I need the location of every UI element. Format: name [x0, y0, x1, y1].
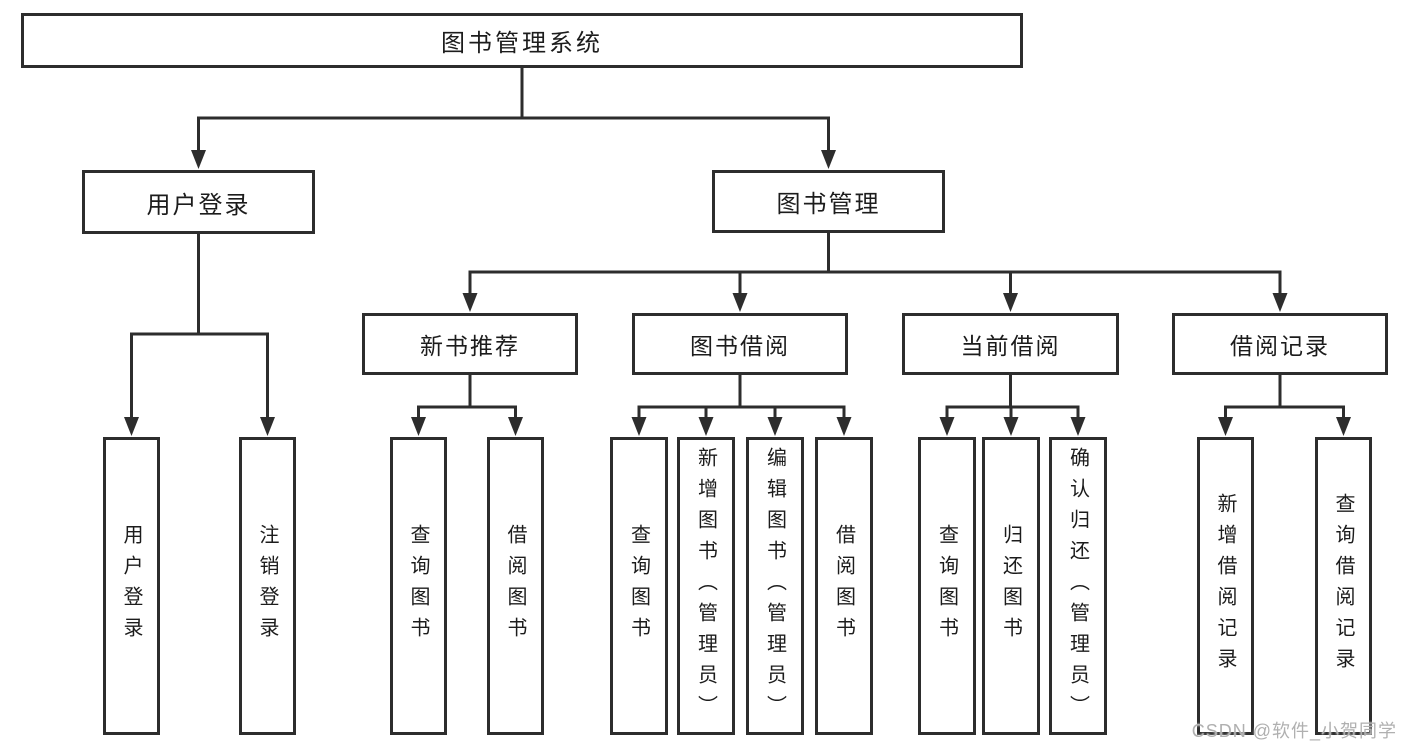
edge-current-borrowing — [939, 372, 1086, 436]
node-label: 注销登录 — [256, 524, 278, 648]
arrowhead — [508, 417, 523, 436]
arrowhead — [1336, 417, 1351, 436]
arrowhead — [1003, 293, 1018, 312]
node-logout: 注销登录 — [239, 437, 296, 735]
arrowhead — [732, 293, 748, 312]
edge-root — [191, 65, 836, 169]
arrowhead — [1003, 417, 1019, 436]
node-label: 图书管理系统 — [441, 30, 603, 57]
node-label: 新增借阅记录 — [1214, 493, 1236, 679]
node-label: 查询借阅记录 — [1332, 493, 1354, 679]
arrowhead — [124, 417, 139, 436]
node-borrow-books-2: 借阅图书 — [815, 437, 873, 735]
edge-lines — [1224, 372, 1345, 422]
node-label: 图书借阅 — [690, 333, 790, 359]
node-query-books-3: 查询图书 — [918, 437, 976, 735]
node-confirm-return-admin: 确认归还（管理员） — [1049, 437, 1107, 735]
edge-lines — [637, 372, 846, 422]
arrowhead — [1218, 417, 1233, 436]
node-label: 确认归还（管理员） — [1066, 446, 1089, 726]
edge-book-borrowing — [631, 372, 852, 436]
node-user-login: 用户登录 — [103, 437, 160, 735]
node-label: 编辑图书（管理员） — [763, 446, 786, 726]
node-label: 用户登录 — [120, 524, 142, 648]
arrowhead — [1070, 417, 1086, 436]
node-label: 借阅图书 — [832, 524, 855, 648]
node-label: 借阅图书 — [504, 524, 526, 648]
node-current-borrowing: 当前借阅 — [902, 313, 1119, 375]
arrowhead — [1272, 293, 1288, 312]
edge-user-login-group — [124, 231, 275, 436]
arrowhead — [191, 150, 206, 169]
arrowhead — [260, 417, 275, 436]
edge-lines — [197, 65, 830, 155]
node-label: 借阅记录 — [1230, 333, 1330, 359]
edge-lines — [130, 231, 269, 422]
node-return-books: 归还图书 — [982, 437, 1040, 735]
node-label: 图书管理 — [776, 191, 881, 218]
node-label: 新增图书（管理员） — [694, 446, 717, 726]
node-label: 归还图书 — [999, 524, 1022, 648]
node-add-borrow-record: 新增借阅记录 — [1197, 437, 1254, 735]
node-label: 查询图书 — [407, 524, 429, 648]
node-root: 图书管理系统 — [21, 13, 1023, 68]
node-query-books-2: 查询图书 — [610, 437, 668, 735]
edge-lines — [417, 372, 517, 422]
node-label: 查询图书 — [935, 524, 958, 648]
node-add-books-admin: 新增图书（管理员） — [677, 437, 735, 735]
node-label: 查询图书 — [627, 524, 650, 648]
edge-book-management — [462, 230, 1288, 312]
node-book-management: 图书管理 — [712, 170, 945, 233]
node-label: 当前借阅 — [960, 333, 1061, 359]
node-edit-books-admin: 编辑图书（管理员） — [746, 437, 804, 735]
node-borrowing-records: 借阅记录 — [1172, 313, 1388, 375]
edge-lines — [945, 372, 1080, 422]
node-user-login-group: 用户登录 — [82, 170, 315, 234]
arrowhead — [821, 150, 836, 169]
node-label: 用户登录 — [146, 191, 251, 219]
arrowhead — [411, 417, 426, 436]
node-label: 新书推荐 — [420, 333, 520, 359]
node-query-borrow-record: 查询借阅记录 — [1315, 437, 1372, 735]
arrowhead — [767, 417, 783, 436]
arrowhead — [631, 417, 647, 436]
edge-lines — [468, 230, 1282, 298]
node-query-books-1: 查询图书 — [390, 437, 447, 735]
edge-borrowing-records — [1218, 372, 1351, 436]
arrowhead — [836, 417, 852, 436]
node-book-borrowing: 图书借阅 — [632, 313, 848, 375]
edge-new-book-recommend — [411, 372, 523, 436]
arrowhead — [939, 417, 955, 436]
node-borrow-books-1: 借阅图书 — [487, 437, 544, 735]
arrowhead — [698, 417, 714, 436]
arrowhead — [462, 293, 478, 312]
watermark: CSDN @软件_小贺同学 — [1191, 721, 1397, 741]
node-new-book-recommend: 新书推荐 — [362, 313, 578, 375]
